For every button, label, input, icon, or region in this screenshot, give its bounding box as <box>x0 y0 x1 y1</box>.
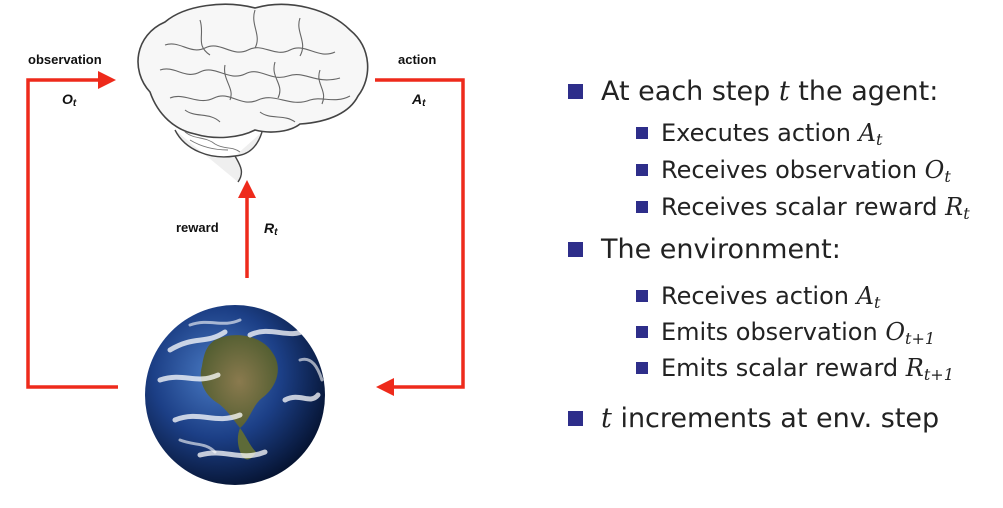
list-item: Executes action At <box>636 119 882 149</box>
list-item: Emits observation Ot+1 <box>636 318 935 348</box>
list-item: Receives action At <box>636 282 880 312</box>
bullet-square-icon <box>568 411 583 426</box>
agent-heading: At each step t the agent: <box>568 76 938 107</box>
observation-label: observation <box>28 52 102 67</box>
bullet-square-icon <box>636 164 648 176</box>
bullet-square-icon <box>636 201 648 213</box>
diagram-svg <box>26 3 465 485</box>
bullet-square-icon <box>636 362 648 374</box>
brain-image <box>137 3 369 183</box>
action-arrow <box>375 78 465 396</box>
list-item: Receives scalar reward Rt <box>636 193 970 223</box>
observation-symbol: Ot <box>62 91 77 109</box>
bullet-square-icon <box>636 290 648 302</box>
bullet-square-icon <box>568 84 583 99</box>
bullet-square-icon <box>636 326 648 338</box>
bullet-square-icon <box>636 127 648 139</box>
observation-arrow <box>26 71 118 389</box>
increment-item: t increments at env. step <box>568 403 939 434</box>
bullet-square-icon <box>568 242 583 257</box>
reward-label: reward <box>176 220 219 235</box>
reward-arrow <box>238 180 256 278</box>
list-item: Receives observation Ot <box>636 156 951 186</box>
list-item: Emits scalar reward Rt+1 <box>636 354 954 384</box>
env-heading: The environment: <box>568 234 841 265</box>
action-symbol: At <box>412 91 426 109</box>
agent-environment-diagram: observation Ot action At reward Rt <box>26 3 465 485</box>
reward-symbol: Rt <box>264 220 278 238</box>
action-label: action <box>398 52 437 67</box>
earth-image <box>145 305 325 485</box>
